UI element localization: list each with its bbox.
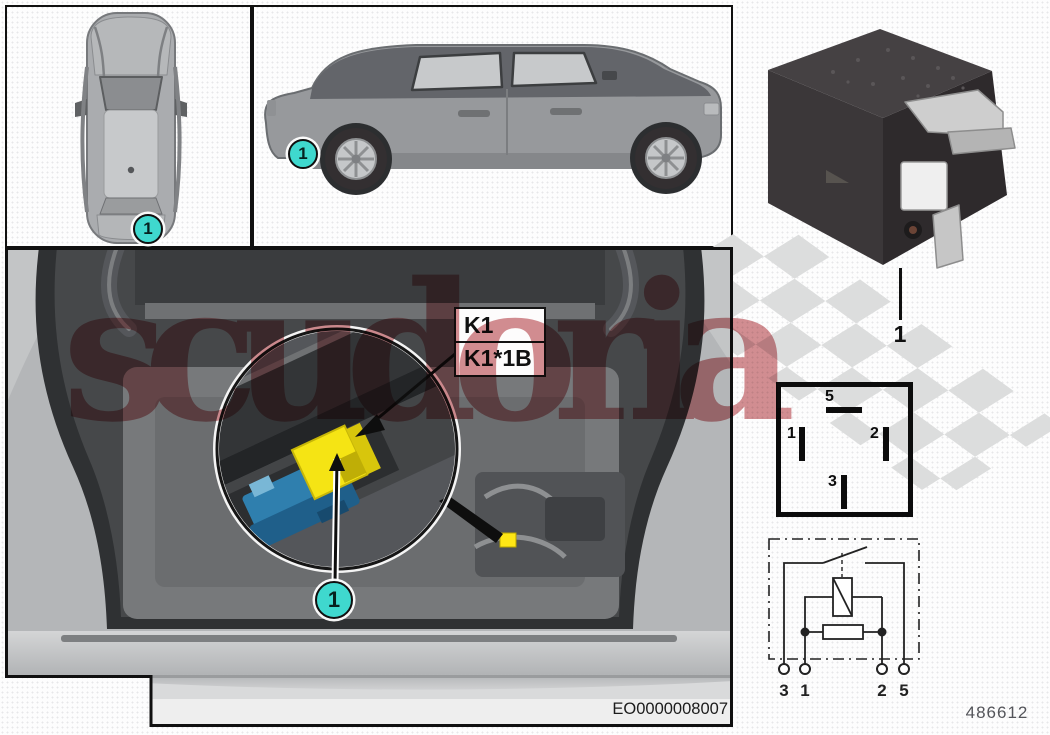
equipment-right xyxy=(473,472,625,577)
label-arrow-head xyxy=(355,414,385,437)
schematic-border xyxy=(768,538,920,660)
relay-photo xyxy=(768,29,1016,269)
pin-slot-5 xyxy=(826,407,862,413)
relay-triangle-mark xyxy=(826,170,849,183)
pin-slot-3 xyxy=(841,475,847,509)
front-door-window xyxy=(510,51,598,88)
body-highlight-left xyxy=(6,248,95,407)
rear-door-window xyxy=(410,51,504,92)
relay-location-marker xyxy=(499,532,517,548)
front-wheel xyxy=(630,122,702,194)
photo-frame xyxy=(5,247,733,727)
component-label-line1: K1 xyxy=(456,309,544,343)
hinge-right-highlight xyxy=(609,248,634,331)
relay-highlighted-yellow xyxy=(290,422,381,501)
part-number: 486612 xyxy=(965,703,1029,722)
terminal-label-5: 5 xyxy=(899,681,908,700)
door-handle-front xyxy=(550,108,582,115)
pin-label-5: 5 xyxy=(825,388,834,405)
car-top-view-illustration xyxy=(75,12,187,244)
headlight xyxy=(703,102,720,116)
bumper-seam xyxy=(61,635,677,642)
pin-label-3: 3 xyxy=(828,473,837,490)
taillight xyxy=(267,100,276,116)
antenna-dot xyxy=(127,166,135,174)
leader-line xyxy=(333,458,339,584)
pin-slot-1 xyxy=(799,427,805,461)
hinge-left-highlight xyxy=(106,248,131,331)
pin-slot-2 xyxy=(883,427,889,461)
switch-blade xyxy=(822,546,868,564)
rear-window xyxy=(99,197,163,215)
windshield xyxy=(99,76,163,111)
hood-lines xyxy=(93,26,169,78)
terminal-label-3: 3 xyxy=(779,681,788,700)
panel-car-top-view xyxy=(5,5,254,248)
relay-pins xyxy=(900,89,1016,269)
component-label-box: K1 K1*1B xyxy=(454,307,546,377)
label-arrow-line xyxy=(364,352,456,431)
resistor-symbol xyxy=(822,624,864,640)
bumper-reflection xyxy=(145,681,732,699)
relay-top-texture xyxy=(831,48,965,98)
side-mirror xyxy=(602,71,617,80)
trunk-photo xyxy=(5,247,733,727)
terminal-circles xyxy=(778,663,910,675)
bumper-line xyxy=(6,675,732,678)
junction-dot-right xyxy=(877,627,887,637)
relay-front-face xyxy=(768,70,883,265)
terminal-label-2: 2 xyxy=(877,681,886,700)
rocker-panel xyxy=(312,153,684,169)
pin-diagram-box: 5 1 2 3 xyxy=(776,382,913,517)
circuit-schematic: 3 1 2 5 xyxy=(768,538,920,700)
pin-label-1: 1 xyxy=(787,425,796,442)
image-code: EO0000008007 xyxy=(612,700,728,718)
terminal-label-1: 1 xyxy=(800,681,809,700)
component-label-line2: K1*1B xyxy=(464,345,532,371)
car-side-view-illustration xyxy=(264,44,722,195)
panel-car-side-view xyxy=(250,5,733,248)
roof xyxy=(103,109,159,199)
car-hood xyxy=(90,16,172,76)
rear-wheel xyxy=(320,123,392,195)
location-arrow xyxy=(439,496,503,543)
callout-badge-top-view[interactable]: 1 xyxy=(133,214,163,244)
pin-label-2: 2 xyxy=(870,425,879,442)
door-handle-rear xyxy=(458,110,490,117)
parcel-shelf xyxy=(135,248,605,305)
coil-diagonal xyxy=(832,577,853,617)
junction-dot-left xyxy=(800,627,810,637)
upper-body-dark xyxy=(310,47,711,99)
callout-badge-side-view[interactable]: 1 xyxy=(288,139,318,169)
callout-relay-photo: 1 xyxy=(893,321,907,347)
relay-leader-line xyxy=(899,268,902,320)
side-sills xyxy=(80,66,182,213)
callout-badge-trunk[interactable]: 1 xyxy=(315,581,353,619)
relay-top-face xyxy=(768,29,992,118)
leader-arrow-head xyxy=(329,453,345,471)
